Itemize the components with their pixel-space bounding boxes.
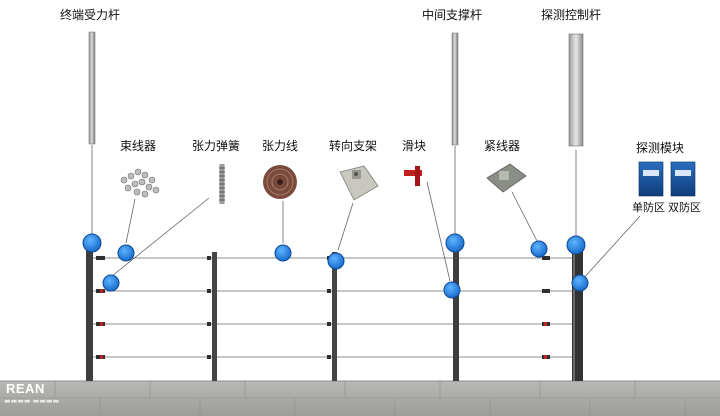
brand-logo: REAN: [6, 381, 45, 396]
tightener-photo: [486, 163, 527, 193]
double-zone-label: 双防区: [668, 201, 701, 214]
support-post-1: [212, 252, 217, 381]
wire-bundle-label: 束线器: [120, 139, 157, 153]
middle-pole-photo: [451, 32, 459, 146]
tension-wire-label: 张力线: [262, 139, 299, 153]
detector-modules-photo: [638, 161, 696, 197]
spring-photo: [219, 164, 225, 204]
detector-post: [572, 250, 583, 381]
tightener-label: 紧线器: [484, 139, 521, 153]
detector-pole-photo: [568, 33, 584, 147]
terminal-post: [86, 250, 93, 381]
wire-insulators: [96, 256, 550, 359]
wire-bundle-photo: [120, 168, 160, 198]
wire-spool-photo: [263, 165, 297, 199]
stone-wall: [0, 380, 720, 416]
callout-lines: [91, 145, 641, 282]
slider-photo: [404, 166, 422, 186]
slider-label: 滑块: [402, 139, 427, 153]
terminal-pole-label: 终端受力杆: [60, 8, 121, 22]
terminal-pole-photo: [88, 31, 96, 145]
detector-module-label: 探测模块: [636, 141, 685, 155]
tension-spring-label: 张力弹簧: [192, 139, 241, 153]
support-post-2: [332, 252, 337, 381]
brand-tagline: ▬▬▬▬ ▬▬▬▬: [4, 397, 60, 405]
detector-pole-label: 探测控制杆: [541, 8, 602, 22]
single-zone-label: 单防区: [632, 201, 665, 214]
turn-bracket-label: 转向支架: [329, 139, 378, 153]
callout-markers: [82, 233, 589, 299]
fence-posts: [86, 250, 583, 381]
middle-pole-label: 中间支撑杆: [422, 8, 483, 22]
turn-bracket-photo: [339, 165, 379, 201]
middle-post: [453, 250, 459, 381]
